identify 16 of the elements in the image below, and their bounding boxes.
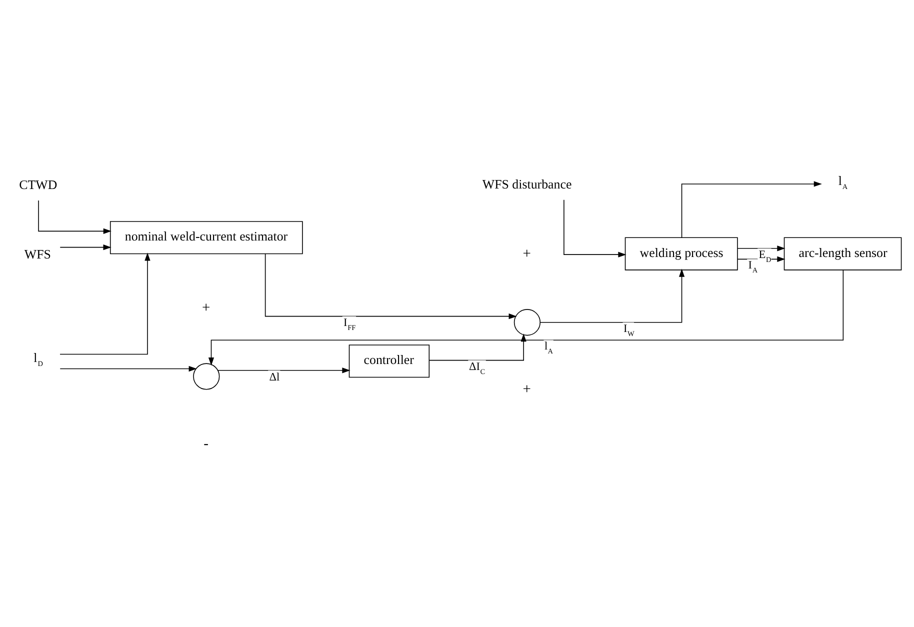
edge-label: Δl xyxy=(269,372,280,384)
node-text: WFS disturbance xyxy=(482,176,572,192)
edge-label: ΔI$_{C}$ xyxy=(468,360,486,376)
edge-label: I$_{FF}$ xyxy=(344,316,356,332)
label: + xyxy=(522,382,531,398)
node-text: l$_{A}$ xyxy=(838,173,848,192)
label: + xyxy=(202,300,210,316)
label: + xyxy=(522,246,531,262)
label: - xyxy=(204,436,208,452)
edge-label: l$_{A}$ xyxy=(544,340,553,356)
edge-label: I$_{W}$ xyxy=(624,322,634,338)
edge-label: E$_{D}$ xyxy=(758,248,772,264)
node-text: CTWD xyxy=(19,177,58,192)
edge-label: I$_{A}$ xyxy=(748,260,758,275)
node-text: WFS xyxy=(24,246,51,262)
node-text: l$_{D}$ xyxy=(34,350,43,368)
